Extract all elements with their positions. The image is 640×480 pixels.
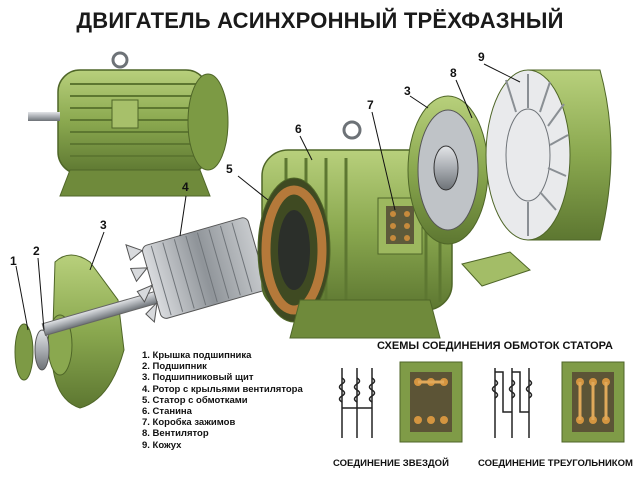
callout-3-left: 3 (100, 218, 107, 232)
star-terminal-photo (399, 361, 463, 443)
legend-item: 4. Ротор с крыльями вентилятора (142, 383, 303, 395)
legend-item: 6. Станина (142, 406, 192, 418)
delta-terminal-photo (561, 361, 625, 443)
callout-8: 8 (450, 66, 457, 80)
legend-item: 1. Крышка подшипника (142, 350, 252, 361)
legend-item: 3. Подшипниковый щит (142, 372, 254, 384)
callout-leaders (15, 63, 521, 331)
callout-7: 7 (367, 98, 374, 112)
callout-1: 1 (10, 254, 17, 268)
parts-legend: 1. Крышка подшипника 2. Подшипник 3. Под… (142, 350, 303, 451)
terminal-box (377, 197, 423, 255)
delta-wiring-diagram (491, 368, 533, 438)
legend-item: 8. Вентилятор (142, 428, 209, 440)
legend-item: 9. Кожух (142, 439, 182, 451)
callout-4: 4 (182, 180, 189, 194)
callout-3-right: 3 (404, 84, 411, 98)
rotor (125, 217, 267, 323)
callout-2: 2 (33, 244, 40, 258)
page-title: ДВИГАТЕЛЬ АСИНХРОННЫЙ ТРЁХФАЗНЫЙ (76, 8, 564, 33)
right-bearing-shield (407, 95, 489, 245)
callout-5: 5 (226, 162, 233, 176)
callout-6: 6 (295, 122, 302, 136)
delta-caption: СОЕДИНЕНИЕ ТРЕУГОЛЬНИКОМ (478, 458, 633, 469)
callout-9: 9 (478, 50, 485, 64)
schemes-title: СХЕМЫ СОЕДИНЕНИЯ ОБМОТОК СТАТОРА (377, 340, 613, 352)
legend-item: 2. Подшипник (142, 361, 207, 373)
fan-cover (485, 69, 612, 241)
stator-frame (257, 120, 453, 339)
star-wiring-diagram (338, 368, 376, 438)
star-caption: СОЕДИНЕНИЕ ЗВЕЗДОЙ (333, 458, 449, 469)
legend-item: 7. Коробка зажимов (142, 417, 236, 429)
legend-item: 5. Статор с обмотками (142, 394, 248, 406)
assembled-motor (28, 51, 229, 197)
left-end-assembly (14, 254, 125, 409)
terminal-box-cover (461, 251, 531, 287)
